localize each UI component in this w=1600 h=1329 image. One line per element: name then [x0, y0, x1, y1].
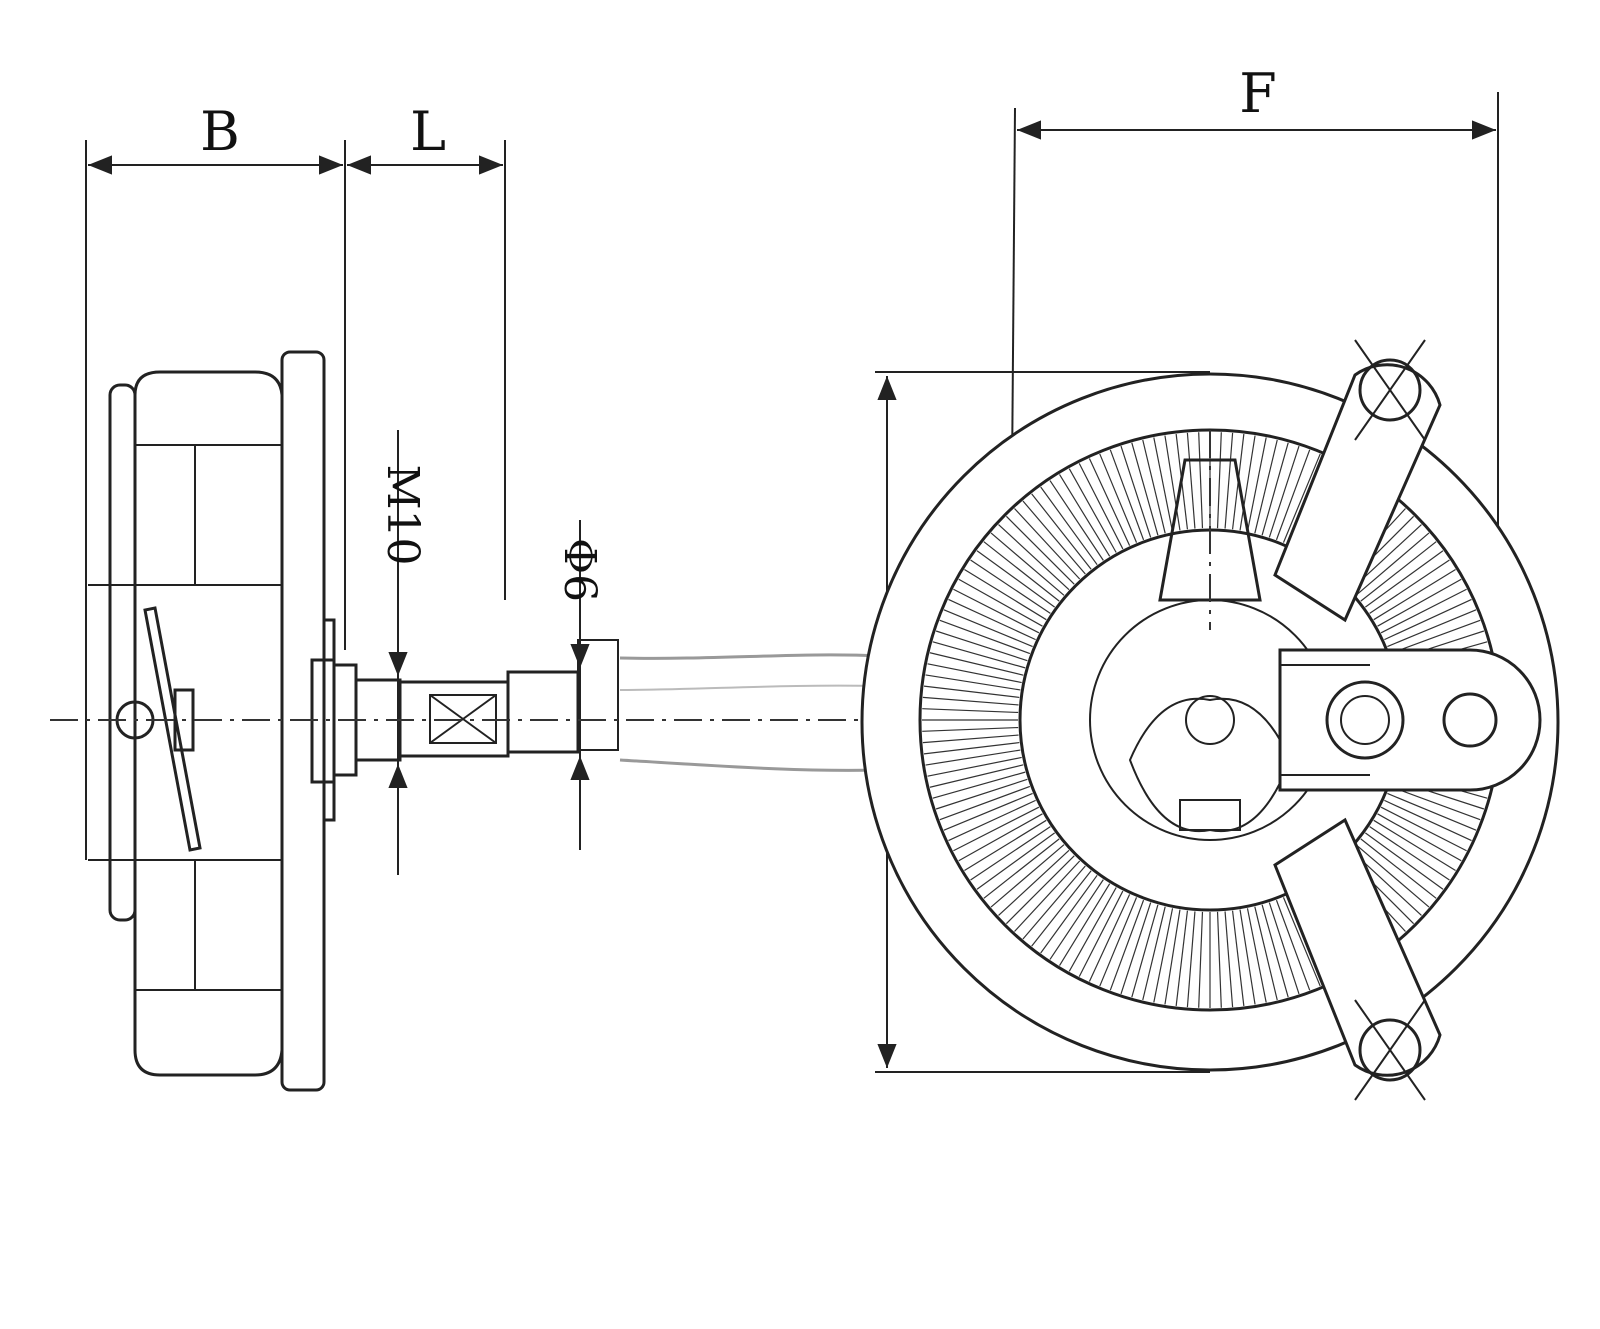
terminal-arm	[1278, 648, 1542, 792]
label-d6: Φ6	[554, 538, 605, 602]
shaft	[398, 639, 881, 772]
label-f: F	[1239, 62, 1276, 125]
lower-mount-arm	[1273, 817, 1442, 1101]
label-m10: M10	[377, 464, 428, 565]
side-view: B L	[85, 100, 881, 1092]
dimension-l: L	[347, 100, 503, 175]
dimension-m10: M10	[377, 430, 428, 875]
label-b: B	[200, 100, 240, 163]
dimension-d6: Φ6	[554, 520, 605, 850]
label-l: L	[410, 100, 446, 163]
front-view: F	[860, 62, 1560, 1101]
dimension-b: B	[88, 100, 343, 175]
upper-mount-arm	[1273, 339, 1442, 623]
